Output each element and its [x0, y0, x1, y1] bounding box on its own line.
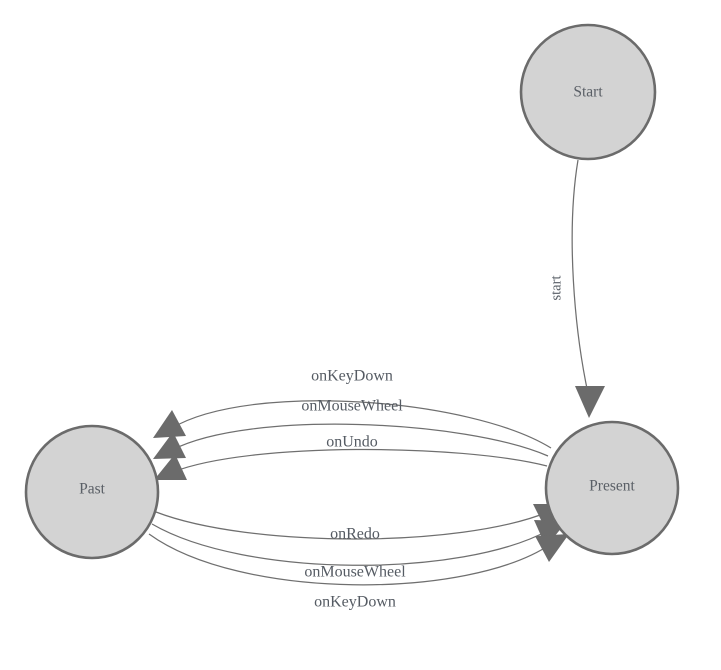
- arrowhead-present-past-onundo: [154, 454, 187, 480]
- edge-present-to-past-onmousewheel[interactable]: [153, 423, 549, 459]
- edge-path-present-past-onkeydown: [171, 400, 552, 449]
- edge-label-past-present-onmousewheel: onMouseWheel: [304, 564, 406, 581]
- edge-label-start: start: [548, 276, 564, 301]
- edge-path-past-present-onredo: [155, 511, 549, 540]
- edge-label-past-present-onkeydown: onKeyDown: [314, 594, 396, 611]
- node-present-label: Present: [589, 478, 635, 495]
- arrowhead-start-present: [575, 386, 605, 418]
- edge-path-present-past-onundo: [172, 448, 548, 473]
- edge-label-present-past-onmousewheel: onMouseWheel: [301, 398, 403, 415]
- edge-present-to-past-onundo[interactable]: [154, 448, 548, 480]
- edge-path-present-past-onmousewheel: [171, 423, 549, 457]
- arrowhead-past-present-onkeydown: [535, 534, 569, 562]
- edge-path-past-present-onmousewheel: [151, 523, 550, 566]
- edge-label-present-past-onkeydown: onKeyDown: [311, 368, 393, 385]
- edge-label-past-present-onredo: onRedo: [330, 526, 380, 543]
- node-start[interactable]: Start: [519, 23, 657, 161]
- edge-label-present-past-onundo: onUndo: [326, 434, 378, 451]
- arrowhead-present-past-onmousewheel: [153, 432, 186, 459]
- edge-present-to-past-onkeydown[interactable]: [153, 400, 552, 449]
- edge-path-start-present: [571, 159, 590, 399]
- node-start-label: Start: [573, 84, 603, 101]
- node-past-label: Past: [79, 481, 106, 498]
- node-start-circle: [519, 23, 657, 161]
- node-past-circle: [24, 424, 160, 560]
- node-present[interactable]: Present: [544, 420, 680, 556]
- edge-past-to-present-onkeydown[interactable]: [148, 533, 569, 586]
- arrowhead-present-past-onkeydown: [153, 410, 186, 438]
- node-past[interactable]: Past: [24, 424, 160, 560]
- node-present-circle: [544, 420, 680, 556]
- edge-start-to-present[interactable]: [571, 159, 605, 418]
- edge-path-past-present-onkeydown: [148, 533, 552, 586]
